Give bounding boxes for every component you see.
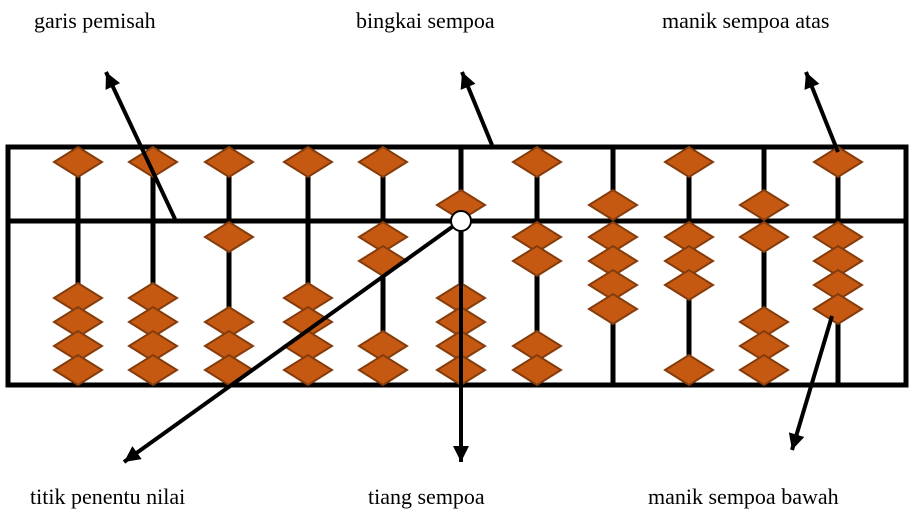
label-rod: tiang sempoa: [368, 484, 485, 509]
lower-bead: [812, 220, 864, 254]
lower-bead: [511, 353, 563, 387]
label-value-point: titik penentu nilai: [30, 484, 185, 509]
beads-layer: [52, 145, 864, 387]
arrow-rod: [453, 231, 469, 462]
lower-bead: [738, 353, 790, 387]
lower-bead: [203, 353, 255, 387]
lower-bead: [738, 329, 790, 363]
lower-bead: [587, 244, 639, 278]
upper-bead: [357, 145, 409, 179]
lower-bead: [663, 220, 715, 254]
lower-bead: [587, 292, 639, 326]
lower-bead: [52, 353, 104, 387]
abacus-frame: [5, 144, 909, 388]
lower-bead: [357, 329, 409, 363]
lower-bead: [203, 329, 255, 363]
lower-bead: [812, 268, 864, 302]
lower-bead: [511, 329, 563, 363]
label-frame: bingkai sempoa: [356, 8, 495, 33]
arrow-value-point: [122, 225, 454, 464]
lower-bead: [127, 305, 179, 339]
lower-bead: [357, 244, 409, 278]
lower-bead: [203, 220, 255, 254]
arrow-lower-bead: [788, 315, 834, 451]
lower-bead: [663, 268, 715, 302]
lower-bead: [52, 329, 104, 363]
lower-bead: [127, 281, 179, 315]
lower-bead: [812, 292, 864, 326]
lower-bead: [738, 220, 790, 254]
lower-bead: [587, 268, 639, 302]
lower-bead: [812, 244, 864, 278]
lower-bead: [127, 329, 179, 363]
upper-bead: [663, 145, 715, 179]
lower-bead: [663, 244, 715, 278]
arrow-frame: [460, 71, 494, 146]
upper-bead: [511, 145, 563, 179]
upper-bead: [812, 145, 864, 179]
lower-bead: [282, 281, 334, 315]
lower-bead: [52, 305, 104, 339]
lower-bead: [511, 244, 563, 278]
upper-bead: [587, 188, 639, 222]
arrow-separator: [104, 71, 177, 220]
upper-bead: [203, 145, 255, 179]
arrows-layer: [104, 71, 840, 464]
lower-bead: [282, 305, 334, 339]
label-upper-bead: manik sempoa atas: [662, 8, 829, 33]
upper-bead: [738, 188, 790, 222]
lower-bead: [52, 281, 104, 315]
lower-bead: [663, 353, 715, 387]
lower-bead: [282, 353, 334, 387]
lower-bead: [203, 305, 255, 339]
upper-bead: [282, 145, 334, 179]
lower-bead: [357, 220, 409, 254]
lower-bead: [587, 220, 639, 254]
lower-bead: [511, 220, 563, 254]
label-separator: garis pemisah: [34, 8, 156, 33]
lower-bead: [357, 353, 409, 387]
lower-bead: [738, 305, 790, 339]
label-lower-bead: manik sempoa bawah: [648, 484, 839, 509]
value-point-dot: [450, 210, 472, 232]
lower-bead: [127, 353, 179, 387]
upper-bead: [52, 145, 104, 179]
arrow-upper-bead: [804, 71, 840, 153]
